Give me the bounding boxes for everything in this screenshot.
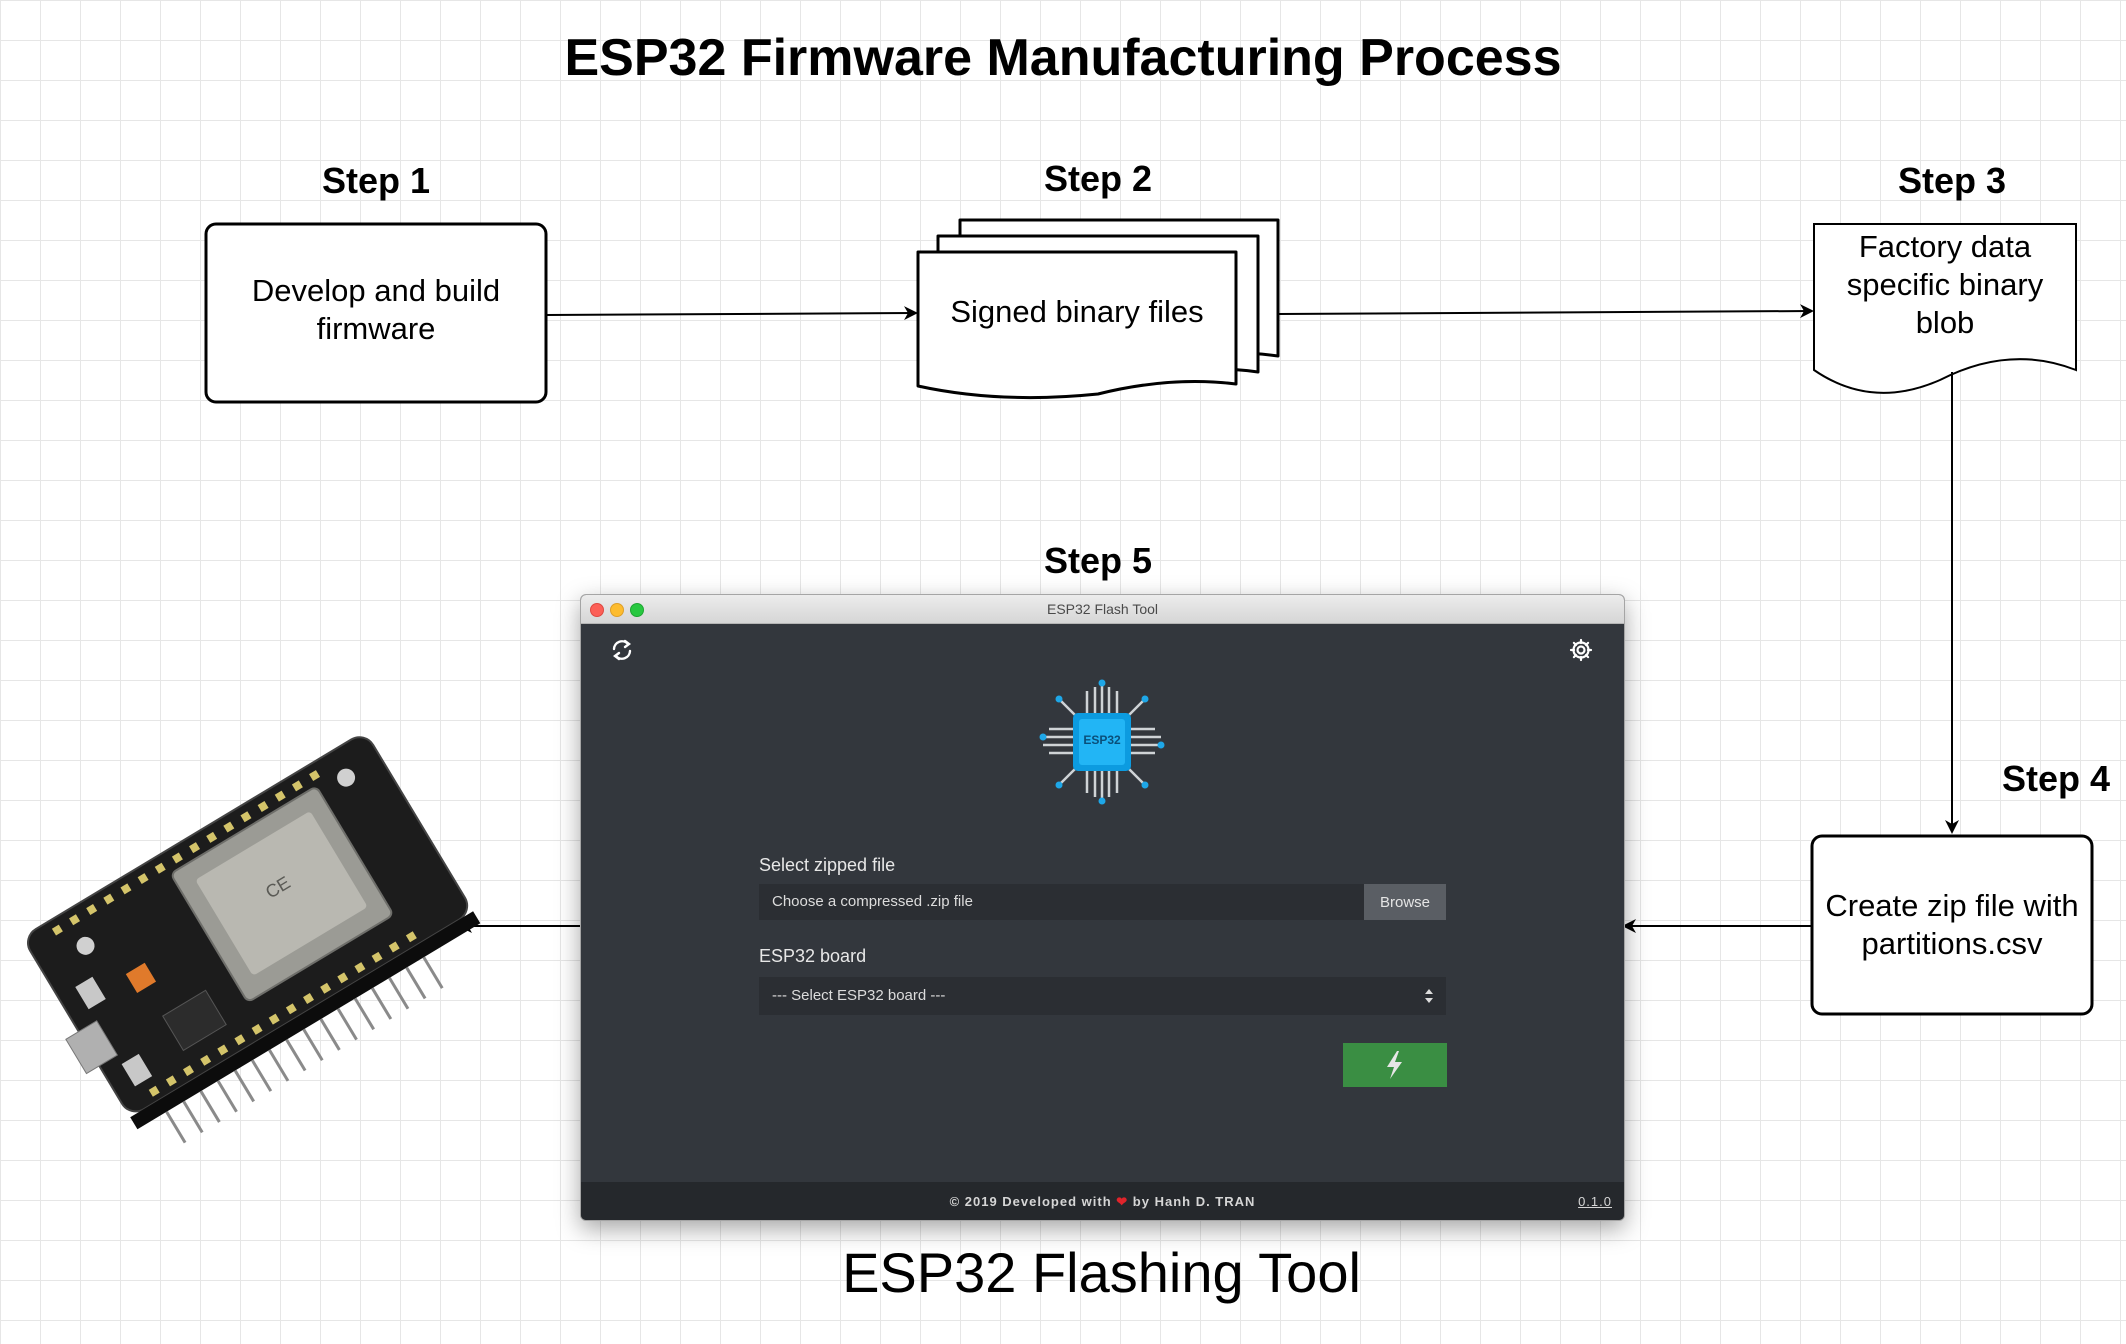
zip-file-input[interactable]: Choose a compressed .zip file Browse — [759, 884, 1446, 920]
refresh-icon[interactable] — [609, 637, 635, 663]
esp32-chip-logo: ESP32 — [1037, 677, 1167, 807]
step1-box — [204, 222, 548, 404]
flash-tool-window: ESP32 Flash Tool — [580, 594, 1625, 1221]
select-arrows-icon — [1424, 987, 1434, 1005]
window-footer: © 2019 Developed with ❤ by Hanh D. TRAN … — [581, 1182, 1624, 1220]
board-select-value: --- Select ESP32 board --- — [772, 987, 946, 1004]
gear-icon[interactable] — [1568, 637, 1594, 663]
step3-document-shape — [1813, 223, 2077, 394]
step2-text: Signed binary files — [950, 294, 1204, 329]
step2-multidocument-shape — [916, 218, 1280, 400]
step3-text: Factory data specific binary blob — [1846, 229, 2044, 340]
step1-label: Step 1 — [321, 160, 431, 201]
zip-file-label: Select zipped file — [759, 855, 896, 875]
esp32-devboard-image: CE — [27, 736, 481, 1144]
browse-button[interactable]: Browse — [1364, 884, 1446, 920]
arrow-step1-to-step2 — [545, 306, 918, 321]
window-titlebar: ESP32 Flash Tool — [581, 595, 1624, 624]
footer-credits: © 2019 Developed with ❤ by Hanh D. TRAN — [581, 1194, 1624, 1210]
version-link[interactable]: 0.1.0 — [1578, 1194, 1612, 1209]
lightning-icon — [1343, 1043, 1447, 1087]
step4-text: Create zip file with partitions.csv — [1825, 888, 2079, 961]
step5-label: Step 5 — [1043, 540, 1153, 581]
tool-caption: ESP32 Flashing Tool — [842, 1241, 1361, 1304]
window-minimize-button[interactable] — [610, 603, 624, 617]
footer-suffix: by Hanh D. TRAN — [1132, 1194, 1256, 1209]
step3-label: Step 3 — [1897, 160, 2007, 201]
window-close-button[interactable] — [590, 603, 604, 617]
window-zoom-button[interactable] — [630, 603, 644, 617]
zip-file-placeholder: Choose a compressed .zip file — [772, 893, 973, 910]
diagram-title: ESP32 Firmware Manufacturing Process — [564, 29, 1562, 87]
footer-prefix: © 2019 Developed with — [949, 1194, 1112, 1209]
step2-label: Step 2 — [1043, 158, 1153, 199]
flash-button[interactable] — [1343, 1043, 1447, 1087]
heart-icon: ❤ — [1116, 1194, 1129, 1209]
step4-label: Step 4 — [2001, 758, 2111, 799]
step1-text: Develop and build firmware — [251, 273, 501, 346]
chip-label: ESP32 — [1083, 733, 1121, 747]
board-label: ESP32 board — [759, 946, 867, 966]
arrow-step2-to-step3 — [1277, 304, 1814, 319]
window-title: ESP32 Flash Tool — [1046, 601, 1159, 617]
board-select[interactable]: --- Select ESP32 board --- — [759, 977, 1446, 1015]
